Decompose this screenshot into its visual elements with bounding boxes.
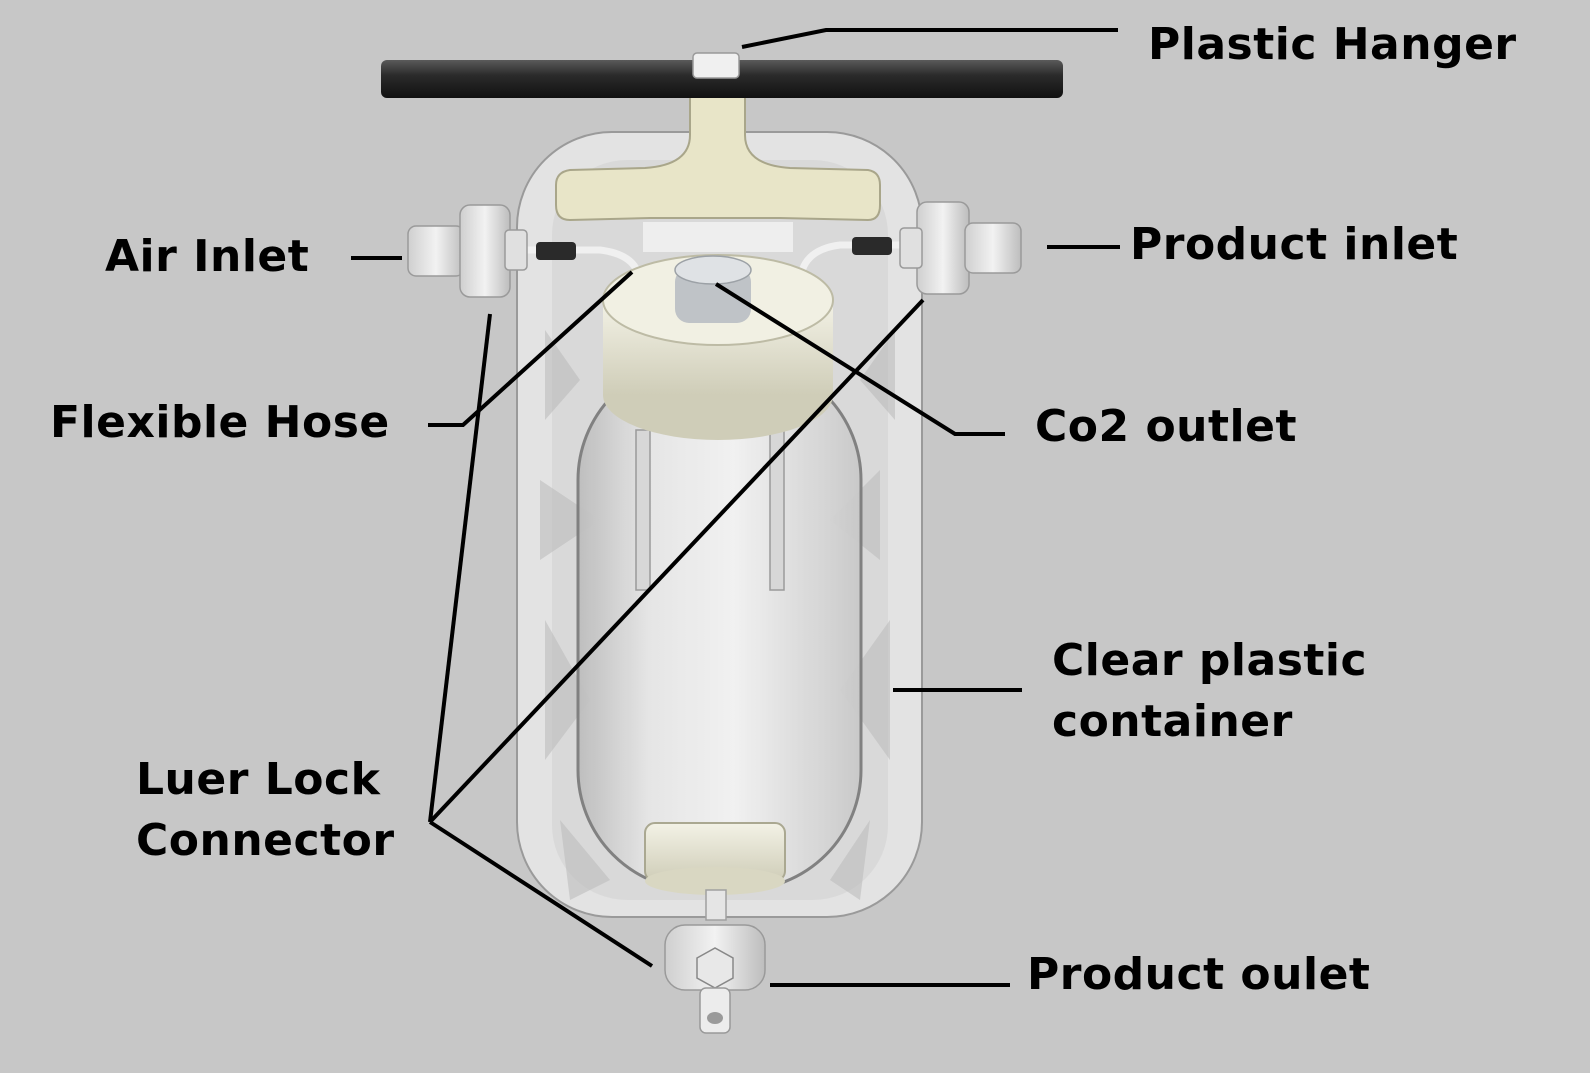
hanger-bracket (555, 94, 881, 252)
label-luer-lock-connector: Luer Lock Connector (136, 754, 395, 866)
label-clear-plastic-container: Clear plastic container (1052, 635, 1368, 747)
label-clear-line1: Clear plastic (1052, 635, 1368, 686)
luer-lock-product-outlet (664, 924, 766, 1034)
label-air-inlet: Air Inlet (105, 231, 310, 282)
leader-luer-left (428, 313, 492, 823)
label-luer-line2: Connector (136, 814, 395, 866)
leader-luer-bottom (428, 820, 654, 968)
luer-lock-product-inlet (899, 201, 1022, 295)
luer-lock-air-inlet (407, 204, 528, 298)
co2-outlet-port (674, 255, 752, 323)
leader-plastic-hanger (741, 28, 1118, 49)
label-product-inlet: Product inlet (1130, 219, 1459, 270)
label-clear-line2: container (1052, 695, 1293, 747)
label-co2-outlet: Co2 outlet (1035, 401, 1297, 452)
leader-lines (351, 28, 1120, 987)
leader-flexible-hose (428, 270, 634, 427)
leader-co2-outlet (714, 282, 1005, 436)
leader-luer-right (428, 298, 925, 824)
hose-fittings (536, 237, 892, 260)
bottle-cap (602, 254, 834, 440)
label-luer-line1: Luer Lock (136, 754, 381, 805)
bottom-cap (644, 822, 786, 921)
label-product-outlet: Product oulet (1027, 949, 1371, 1000)
clear-plastic-container (576, 358, 863, 892)
plastic-hanger (381, 52, 1063, 98)
label-plastic-hanger: Plastic Hanger (1148, 19, 1517, 70)
label-flexible-hose: Flexible Hose (50, 397, 390, 448)
